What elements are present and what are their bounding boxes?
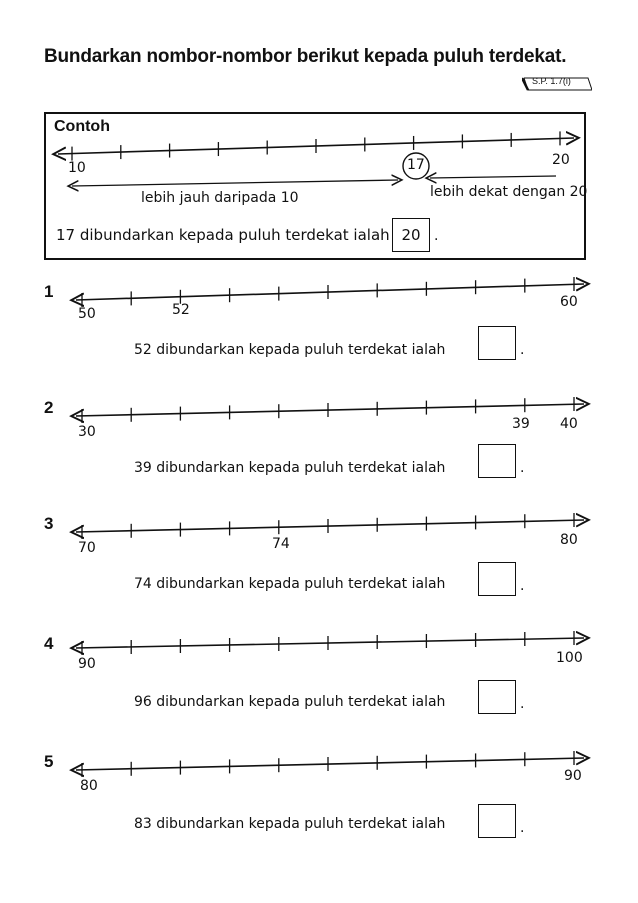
question-statement: 39 dibundarkan kepada puluh terdekat ial… xyxy=(134,460,446,476)
question-statement: 52 dibundarkan kepada puluh terdekat ial… xyxy=(134,342,446,358)
example-circled-label: 17 xyxy=(407,157,425,173)
line-start-label: 30 xyxy=(78,424,96,440)
worksheet-title: Bundarkan nombor-nombor berikut kepada p… xyxy=(44,46,567,67)
question-statement: 74 dibundarkan kepada puluh terdekat ial… xyxy=(134,576,446,592)
question-number: 4 xyxy=(44,634,54,653)
period: . xyxy=(520,696,525,712)
period: . xyxy=(520,820,525,836)
period: . xyxy=(520,342,525,358)
answer-box-4[interactable] xyxy=(478,680,516,714)
question-number: 5 xyxy=(44,752,54,771)
line-end-label: 100 xyxy=(556,650,583,666)
example-answer-box: 20 xyxy=(392,218,430,252)
question-statement: 96 dibundarkan kepada puluh terdekat ial… xyxy=(134,694,446,710)
example-statement: 17 dibundarkan kepada puluh terdekat ial… xyxy=(56,226,390,244)
line-marked-label: 52 xyxy=(172,302,190,318)
period: . xyxy=(520,578,525,594)
line-marked-label: 39 xyxy=(512,416,530,432)
line-start-label: 70 xyxy=(78,540,96,556)
line-end-label: 60 xyxy=(560,294,578,310)
line-start-label: 90 xyxy=(78,656,96,672)
line-end-label: 80 xyxy=(560,532,578,548)
example-end-label: 20 xyxy=(552,152,570,168)
example-box: Contoh 10 17 20 lebih jauh daripada 10 l… xyxy=(44,112,588,262)
question-number: 3 xyxy=(44,514,54,533)
answer-box-5[interactable] xyxy=(478,804,516,838)
question-statement: 83 dibundarkan kepada puluh terdekat ial… xyxy=(134,816,446,832)
question-number: 2 xyxy=(44,398,54,417)
example-start-label: 10 xyxy=(68,160,86,176)
example-near-text: lebih dekat dengan 20 xyxy=(430,184,588,200)
line-start-label: 50 xyxy=(78,306,96,322)
answer-box-3[interactable] xyxy=(478,562,516,596)
line-end-label: 40 xyxy=(560,416,578,432)
example-number-line xyxy=(46,114,588,262)
line-start-label: 80 xyxy=(80,778,98,794)
standard-tag: S.P. 1.7(i) xyxy=(520,76,593,91)
question-number: 1 xyxy=(44,282,54,301)
example-period: . xyxy=(434,228,439,244)
answer-box-2[interactable] xyxy=(478,444,516,478)
tag-label: S.P. 1.7(i) xyxy=(532,76,571,86)
period: . xyxy=(520,460,525,476)
line-marked-label: 74 xyxy=(272,536,290,552)
example-far-text: lebih jauh daripada 10 xyxy=(141,190,299,206)
example-heading: Contoh xyxy=(54,118,110,135)
answer-box-1[interactable] xyxy=(478,326,516,360)
line-end-label: 90 xyxy=(564,768,582,784)
